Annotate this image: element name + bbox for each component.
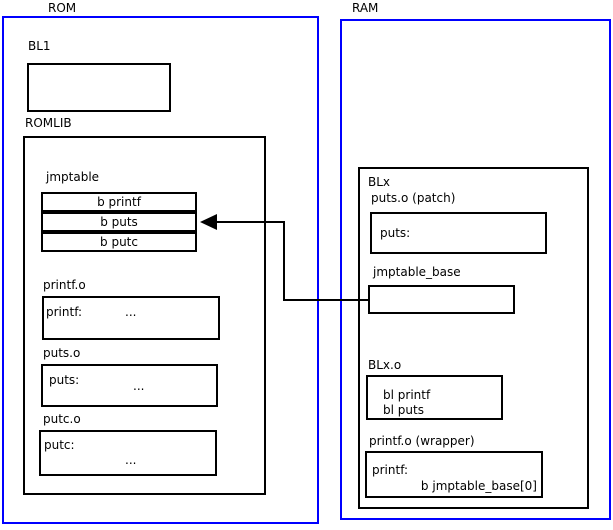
jmptable-base-label: jmptable_base	[373, 265, 461, 279]
puts-patch-symbol: puts:	[380, 226, 411, 240]
printf-wrapper-label: printf.o (wrapper)	[369, 434, 475, 448]
rom-region-title: ROM	[48, 1, 77, 15]
printf-o-box: printf: ...	[42, 296, 220, 340]
puts-o-label: puts.o	[43, 346, 81, 360]
puts-symbol: puts:	[49, 373, 80, 387]
printf-wrapper-box: printf: b jmptable_base[0]	[365, 451, 543, 498]
jmptable-base-box	[368, 285, 515, 314]
printf-ellipsis: ...	[125, 305, 137, 319]
blx-o-line1: bl printf	[383, 388, 431, 402]
ram-region-title: RAM	[352, 1, 379, 15]
bl1-label: BL1	[28, 39, 51, 53]
putc-ellipsis: ...	[125, 453, 137, 467]
bl1-box	[27, 63, 171, 112]
puts-ellipsis: ...	[133, 379, 145, 393]
jmptable-label: jmptable	[46, 170, 100, 184]
blx-o-box: bl printf bl puts	[366, 375, 503, 420]
putc-o-label: putc.o	[43, 412, 81, 426]
jmptable-row-putc: b putc	[41, 232, 197, 252]
printf-wrapper-instruction: b jmptable_base[0]	[420, 479, 537, 493]
puts-patch-box: puts:	[370, 212, 547, 254]
jmptable-row-printf: b printf	[41, 192, 197, 212]
blx-o-line2: bl puts	[383, 403, 424, 417]
jmptable-row-puts: b puts	[41, 212, 197, 232]
putc-o-box: putc: ...	[39, 430, 217, 476]
romlib-label: ROMLIB	[25, 116, 72, 130]
putc-symbol: putc:	[44, 438, 75, 452]
puts-o-box: puts: ...	[41, 364, 218, 407]
printf-symbol: printf:	[46, 305, 83, 319]
blx-label: BLx	[368, 175, 391, 189]
printf-wrapper-symbol: printf:	[372, 463, 409, 477]
printf-o-label: printf.o	[43, 278, 86, 292]
puts-patch-label: puts.o (patch)	[371, 191, 456, 205]
blx-o-label: BLx.o	[368, 358, 402, 372]
